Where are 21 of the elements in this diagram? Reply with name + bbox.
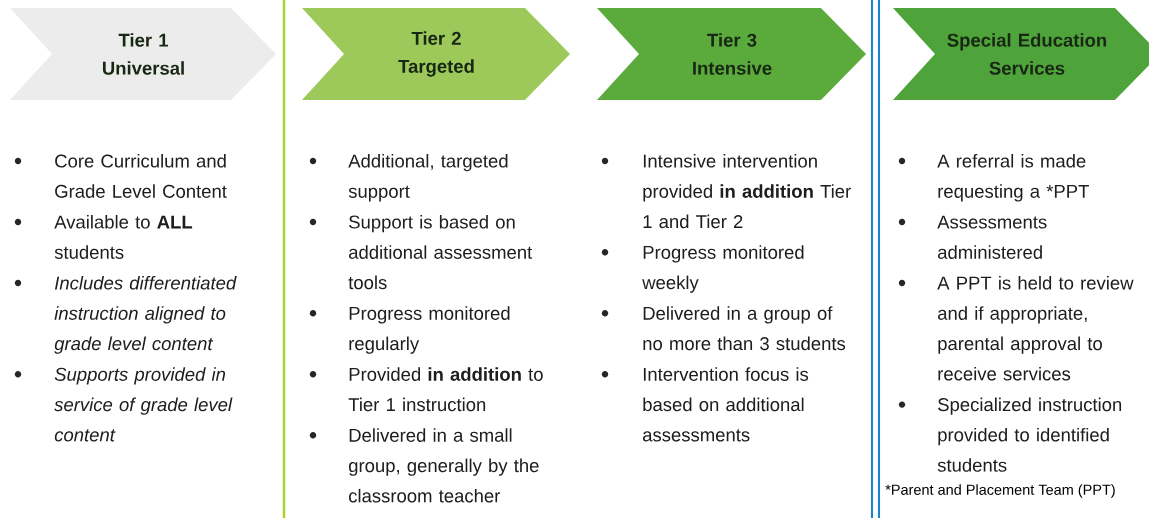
bullet-item: Support is based on additional assessment tools — [309, 215, 533, 290]
bullet-item: Delivered in a small group, generally by the classroom teacher — [309, 428, 539, 503]
bullet-item: Delivered in a group of no more than 3 students — [601, 306, 846, 351]
bullet-item: Progress monitored weekly — [601, 245, 804, 293]
bullet-item: Core Curriculum and Grade Level Content — [14, 154, 227, 198]
bullet-item: A PPT is held to review and if appropriate, parental approval to receive services — [898, 276, 1134, 381]
bullet-item: Available to ALL students — [14, 215, 193, 259]
chevron-box: Special Education Services — [893, 8, 1149, 100]
bullet-item: Intervention focus is based on additional assessments — [601, 367, 809, 442]
bullet-item: Intensive intervention provided in addition Tier 1 and Tier 2 — [601, 154, 851, 229]
bullet-item: Includes differentiated instruction aligned to grade level content — [14, 276, 237, 354]
chevron-box: Tier 1 Universal — [10, 8, 276, 100]
bullet-item: Additional, targeted support — [309, 154, 508, 202]
chevron-box: Tier 2 Targeted — [302, 8, 570, 100]
chevron-box: Tier 3 Intensive — [597, 8, 866, 100]
bullet-item: A referral is made requesting a *PPT — [898, 154, 1089, 202]
footnote: *Parent and Placement Team (PPT) — [885, 484, 1115, 498]
bullet-item: Provided in addition to Tier 1 instruction — [309, 367, 543, 412]
bullet-item: Assessments administered — [898, 215, 1047, 259]
bullet-item: Supports provided in service of grade level content — [14, 367, 233, 442]
bullet-item: Specialized instruction provided to identified students — [898, 397, 1122, 472]
